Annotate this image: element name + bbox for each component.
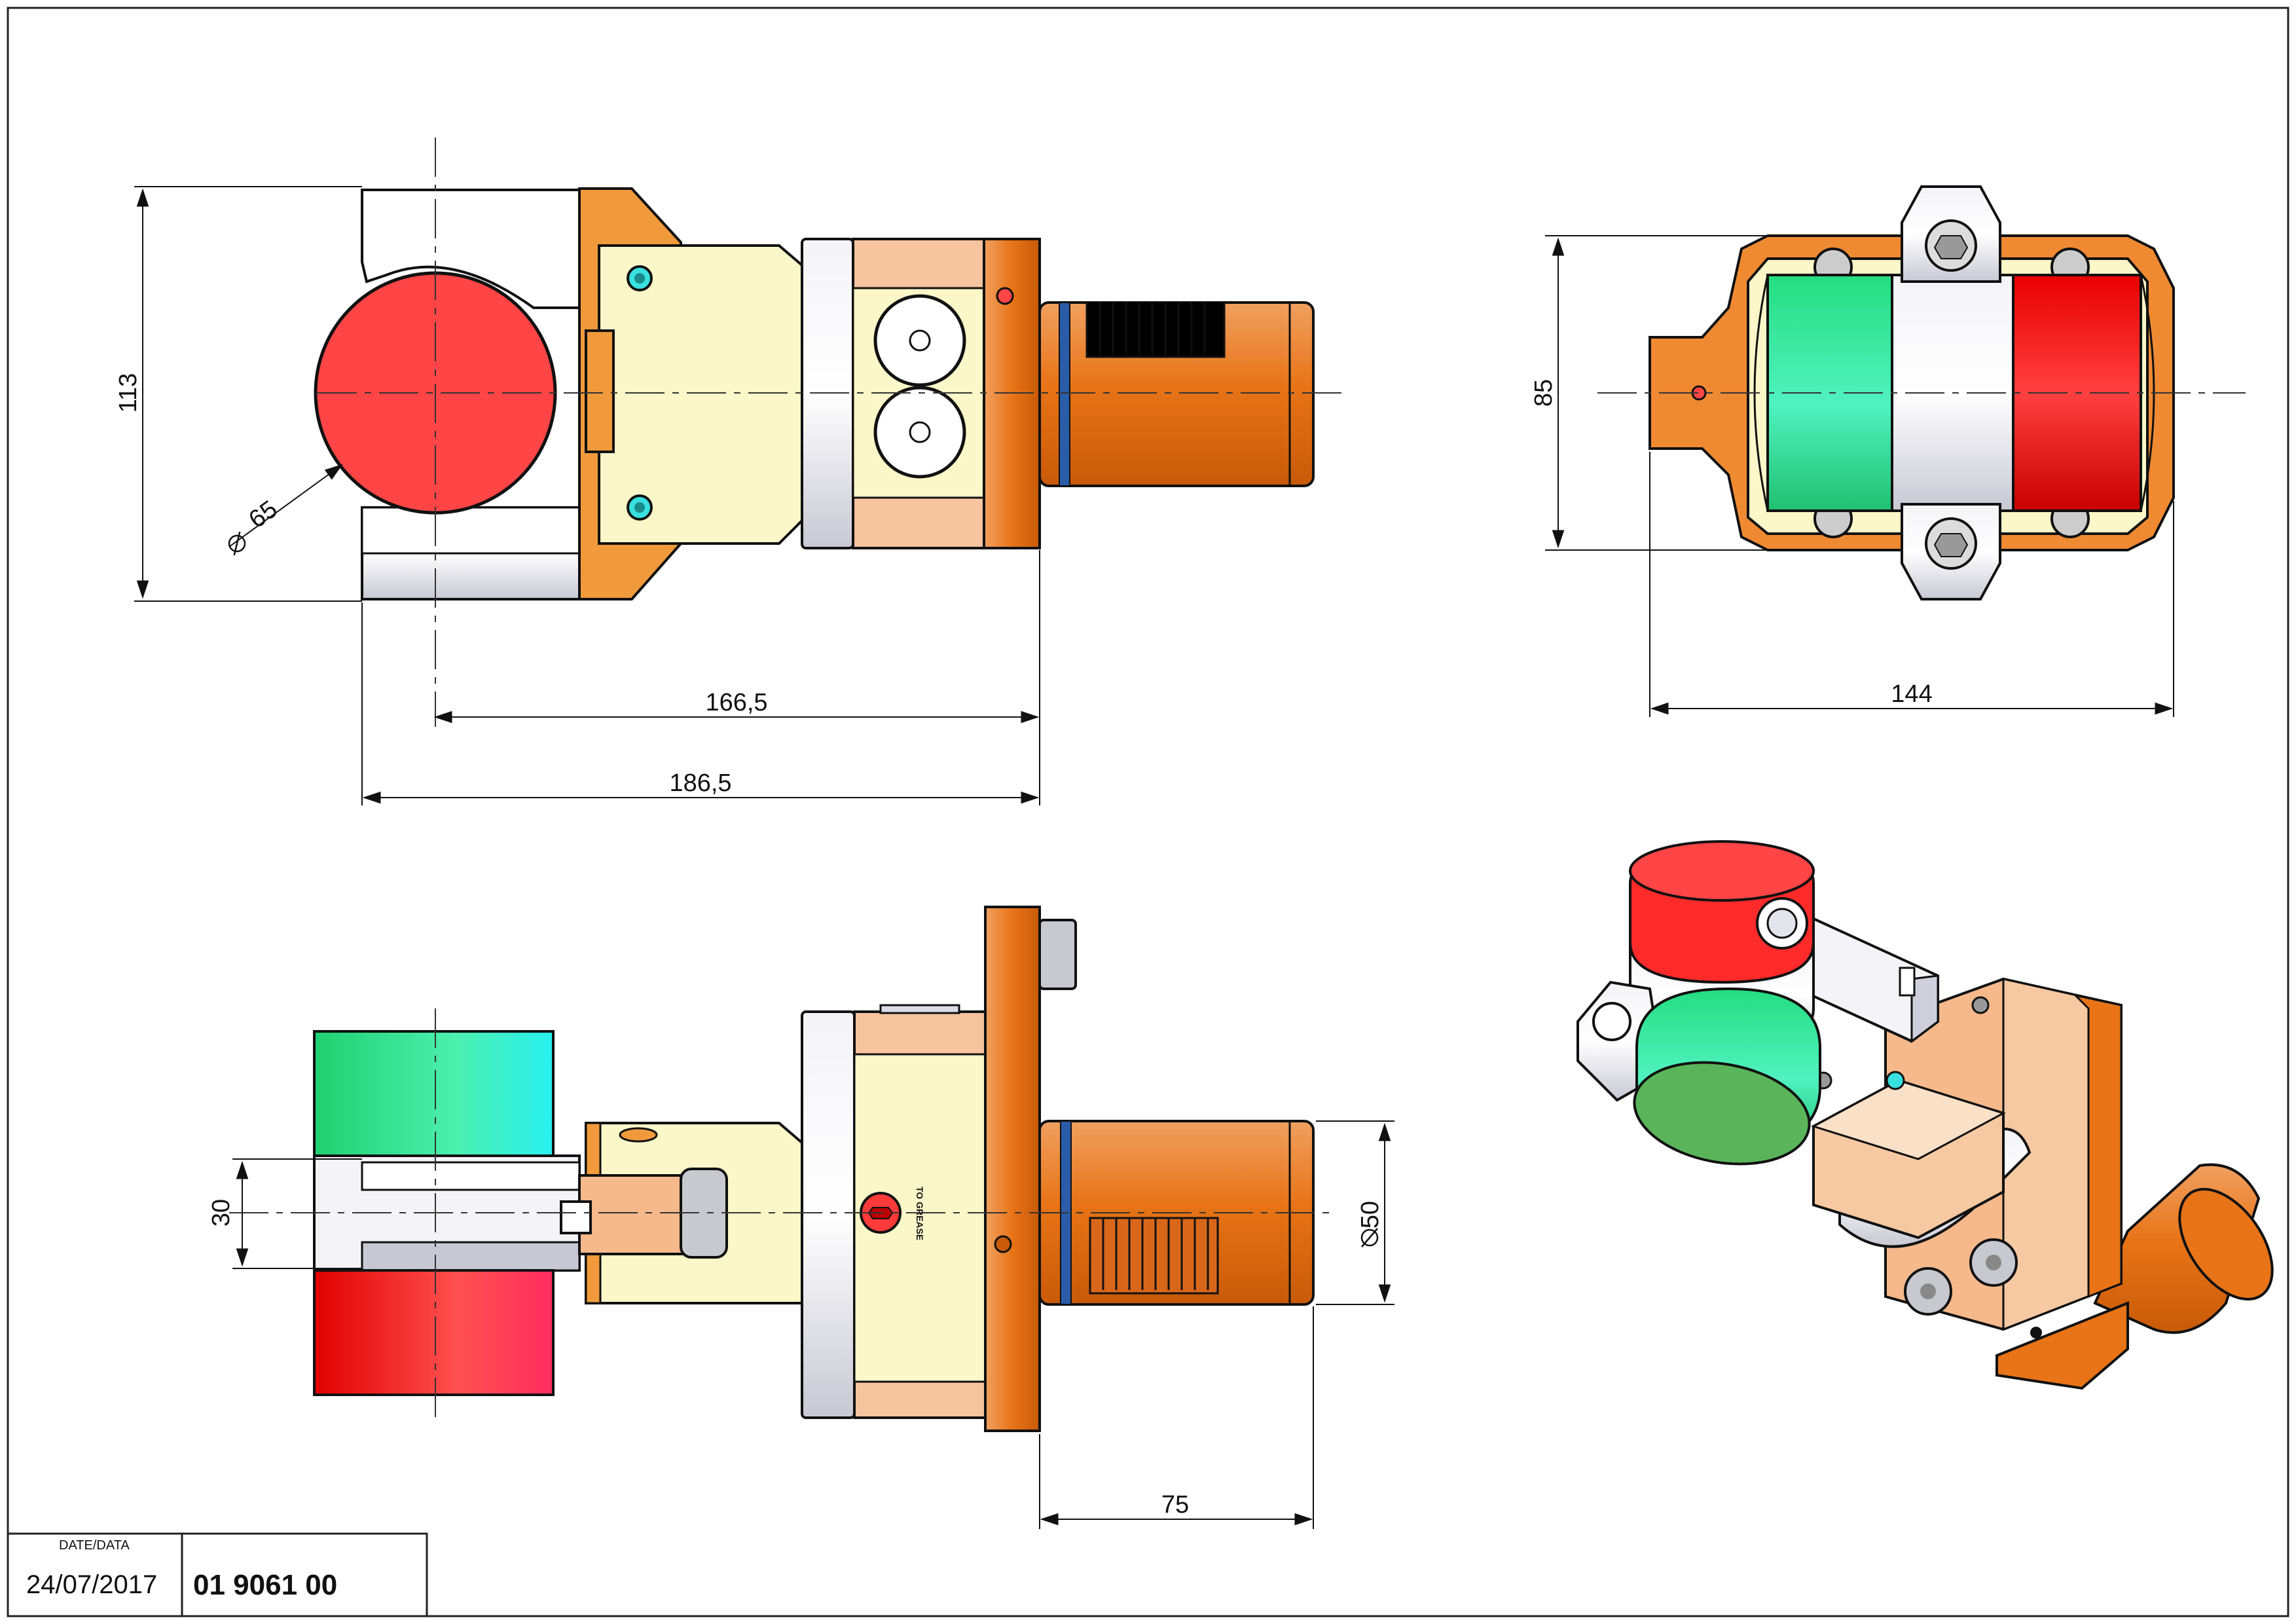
part-number: 01 9061 00 xyxy=(193,1569,337,1601)
dim-bottom-height: 30 xyxy=(208,1199,235,1227)
bottom-dimensions: 30 50 75 xyxy=(208,1120,1394,1529)
side-view xyxy=(1597,185,2246,600)
dim-side-width: 144 xyxy=(1891,680,1932,708)
bottom-view: TO GREASE xyxy=(229,906,1329,1432)
side-dimensions: 85 144 xyxy=(1530,235,2174,717)
dim-bottom-diameter: 50 xyxy=(1357,1201,1384,1228)
dim-front-length-long: 186,5 xyxy=(669,769,731,797)
front-view xyxy=(314,138,1349,727)
date-label: DATE/DATA xyxy=(59,1538,130,1553)
dim-front-height: 113 xyxy=(115,373,142,413)
dim-side-height: 85 xyxy=(1530,379,1558,407)
sheet-border xyxy=(7,7,2289,1617)
dim-bottom-length: 75 xyxy=(1161,1491,1189,1519)
drawing-date: 24/07/2017 xyxy=(26,1570,157,1599)
dim-front-diameter: 65 xyxy=(244,495,283,534)
grease-label: TO GREASE xyxy=(915,1187,925,1240)
title-block: DATE/DATA 24/07/2017 01 9061 00 xyxy=(7,1532,428,1617)
isometric-view xyxy=(1576,840,2274,1390)
dim-front-length-short: 166,5 xyxy=(705,689,767,716)
